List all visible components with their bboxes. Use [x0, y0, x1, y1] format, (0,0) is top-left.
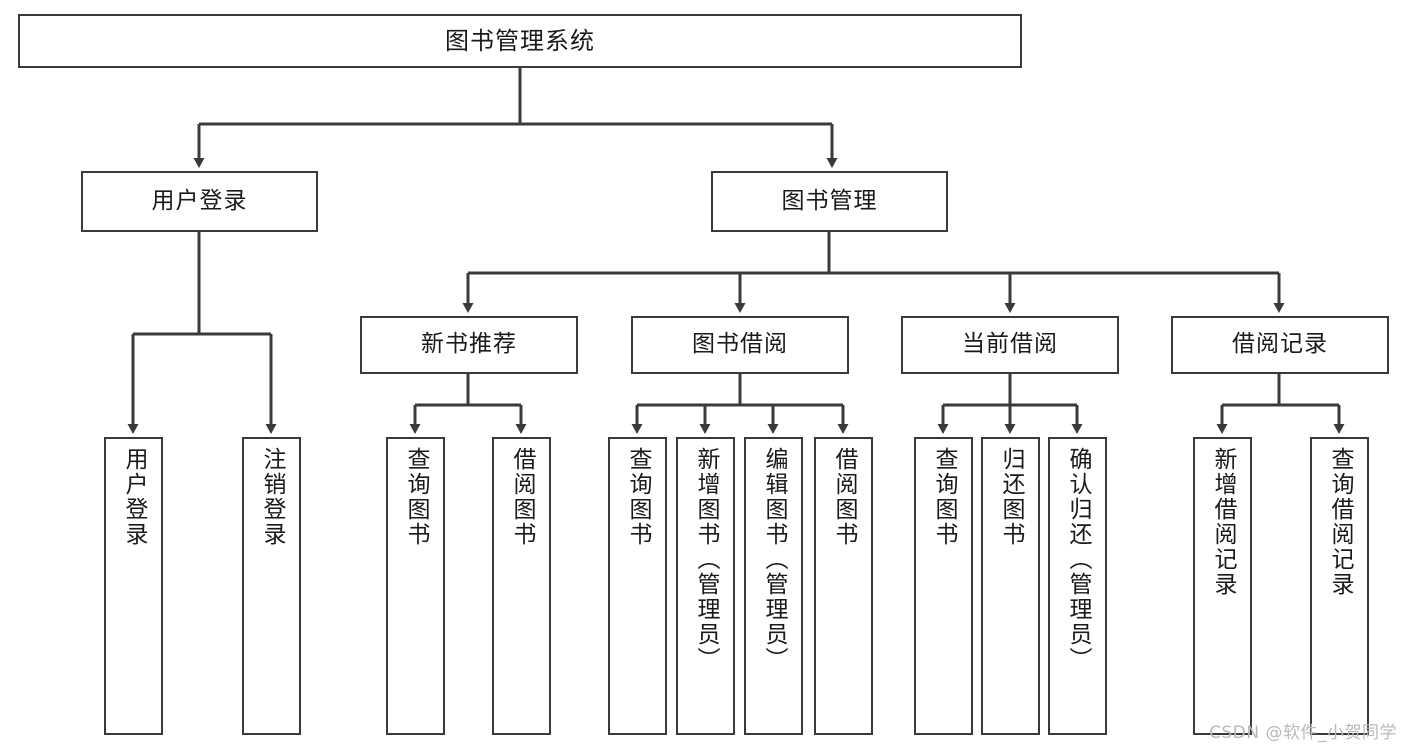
leaf-edit-book-admin[interactable]: 编辑图书（管理员） [744, 437, 803, 735]
node-label: 查询图书 [403, 447, 430, 547]
node-label: 用户登录 [151, 187, 248, 214]
node-label: 归还图书 [998, 447, 1025, 547]
leaf-query-book-current[interactable]: 查询图书 [914, 437, 973, 735]
node-label: 查询图书 [931, 447, 958, 547]
node-label: 用户登录 [121, 447, 148, 547]
leaf-confirm-return-admin[interactable]: 确认归还（管理员） [1048, 437, 1107, 735]
node-book-management[interactable]: 图书管理 [711, 171, 948, 232]
node-label: 借阅记录 [1232, 331, 1328, 358]
node-book-borrow[interactable]: 图书借阅 [631, 316, 849, 374]
watermark: CSDN @软件_小贺同学 [1209, 723, 1397, 743]
node-borrow-record[interactable]: 借阅记录 [1171, 316, 1389, 374]
node-label: 查询借阅记录 [1327, 447, 1354, 597]
node-label: 新增借阅记录 [1210, 447, 1237, 597]
leaf-query-book-recommend[interactable]: 查询图书 [386, 437, 445, 735]
leaf-add-borrow-record[interactable]: 新增借阅记录 [1193, 437, 1252, 735]
leaf-user-login[interactable]: 用户登录 [104, 437, 163, 735]
node-label: 图书管理 [781, 187, 878, 214]
node-label: 查询图书 [625, 447, 652, 547]
leaf-query-borrow-record[interactable]: 查询借阅记录 [1310, 437, 1369, 735]
node-root-library-management-system[interactable]: 图书管理系统 [18, 14, 1022, 68]
node-label: 图书借阅 [692, 331, 788, 358]
node-user-login[interactable]: 用户登录 [81, 171, 318, 232]
leaf-borrow-book-recommend[interactable]: 借阅图书 [492, 437, 551, 735]
node-new-book-recommend[interactable]: 新书推荐 [360, 316, 578, 374]
leaf-query-book-borrow[interactable]: 查询图书 [608, 437, 667, 735]
node-label: 借阅图书 [509, 447, 536, 547]
leaf-logout[interactable]: 注销登录 [242, 437, 301, 735]
leaf-borrow-book[interactable]: 借阅图书 [814, 437, 873, 735]
node-label: 编辑图书（管理员） [761, 447, 788, 672]
node-label: 新书推荐 [421, 331, 517, 358]
node-current-borrow[interactable]: 当前借阅 [901, 316, 1119, 374]
node-label: 确认归还（管理员） [1065, 447, 1092, 672]
leaf-return-book[interactable]: 归还图书 [981, 437, 1040, 735]
node-label: 图书管理系统 [445, 26, 595, 55]
node-label: 新增图书（管理员） [693, 447, 720, 672]
node-label: 当前借阅 [962, 331, 1058, 358]
node-label: 借阅图书 [831, 447, 858, 547]
leaf-add-book-admin[interactable]: 新增图书（管理员） [676, 437, 735, 735]
node-label: 注销登录 [259, 447, 286, 547]
